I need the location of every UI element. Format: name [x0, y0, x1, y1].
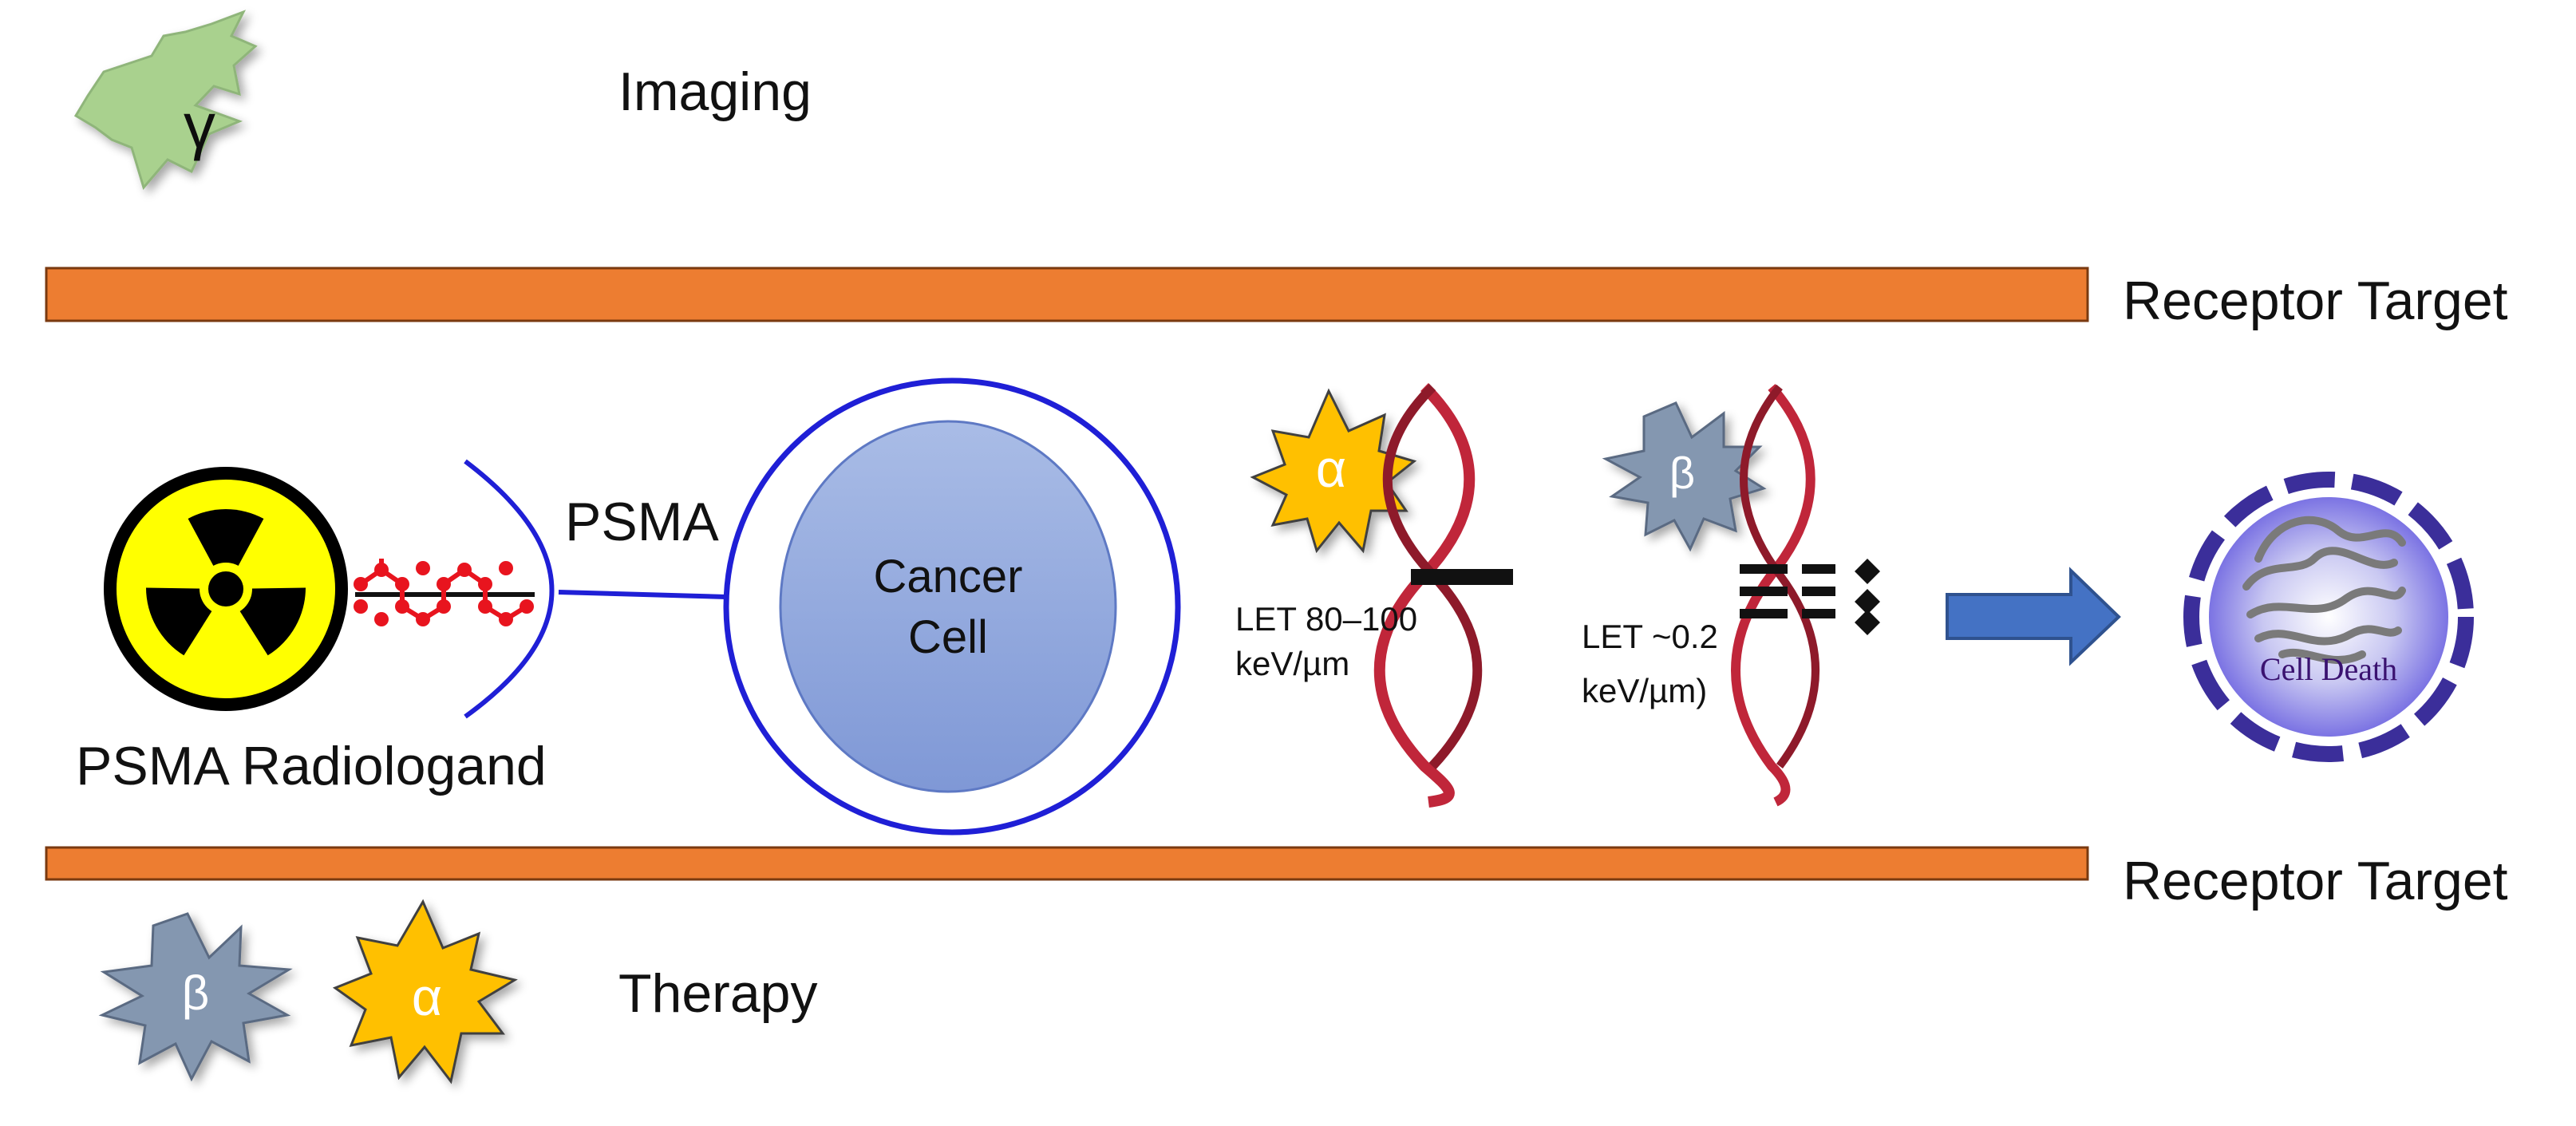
cell-death-membrane-fragments [2183, 472, 2474, 762]
alpha-star-bottom-shape [332, 899, 518, 1085]
dna-break-alpha [1411, 569, 1513, 585]
alpha-star-shape [1250, 388, 1417, 554]
cancer-cell: Cancer Cell [723, 377, 1181, 836]
receptor-target-bar-top [45, 267, 2089, 322]
cancer-cell-label-line2: Cell [908, 611, 988, 663]
radiation-blade-top [188, 509, 264, 589]
psma-label: PSMA [565, 492, 719, 552]
psma-receptor-arc [464, 459, 555, 719]
beta-star-bottom-shape [98, 912, 293, 1082]
beta-star-shape [1602, 401, 1767, 552]
let-alpha-line2: keV/µm [1235, 645, 1349, 682]
let-alpha-line1: LET 80–100 [1235, 600, 1417, 638]
cancer-cell-label-line1: Cancer [874, 551, 1023, 603]
alpha-symbol-center: α [1316, 439, 1346, 498]
gamma-symbol: γ [184, 90, 215, 161]
therapy-label: Therapy [618, 963, 817, 1024]
dna-strand-b1 [1731, 384, 1815, 807]
dna-strand-a1 [1373, 383, 1476, 808]
radiation-hazard-icon [104, 467, 348, 711]
dna-strand-b2 [1740, 384, 1819, 768]
let-beta-line2: keV/µm) [1582, 672, 1707, 709]
beta-star-bottom-icon: β [98, 912, 293, 1082]
gamma-star-shape [73, 10, 258, 191]
beta-star-icon: β [1602, 401, 1767, 552]
dna-helix-beta-icon [1731, 384, 1880, 807]
right-arrow-icon [1946, 567, 2121, 666]
beta-symbol-center: β [1669, 448, 1695, 498]
receptor-target-label-top: Receptor Target [2123, 271, 2508, 331]
psma-link-line [558, 590, 727, 599]
alpha-symbol-bottom: α [412, 967, 442, 1026]
ligand-molecule-icon [354, 559, 535, 626]
alpha-star-icon: α [1250, 388, 1417, 554]
cell-nucleus [779, 420, 1117, 793]
ligand-atoms [354, 561, 534, 626]
cell-death-interior [2209, 497, 2448, 737]
receptor-target-label-bottom: Receptor Target [2123, 851, 2508, 911]
radiation-hub [208, 571, 243, 606]
beta-symbol-bottom: β [182, 966, 210, 1020]
chromatin-icon [2242, 516, 2406, 665]
let-beta-line1: LET ~0.2 [1582, 618, 1718, 655]
radioligand-label: PSMA Radiologand [76, 736, 547, 796]
dna-helix-alpha-icon [1373, 383, 1513, 808]
alpha-star-bottom-icon: α [332, 899, 518, 1085]
imaging-label: Imaging [618, 61, 812, 122]
cell-death-label: Cell Death [2260, 651, 2397, 687]
dna-break-beta-marks [1740, 559, 1880, 635]
cell-death-icon: Cell Death [2183, 472, 2474, 762]
receptor-target-bar-bottom [45, 846, 2089, 881]
gamma-star-icon: γ [73, 10, 258, 191]
